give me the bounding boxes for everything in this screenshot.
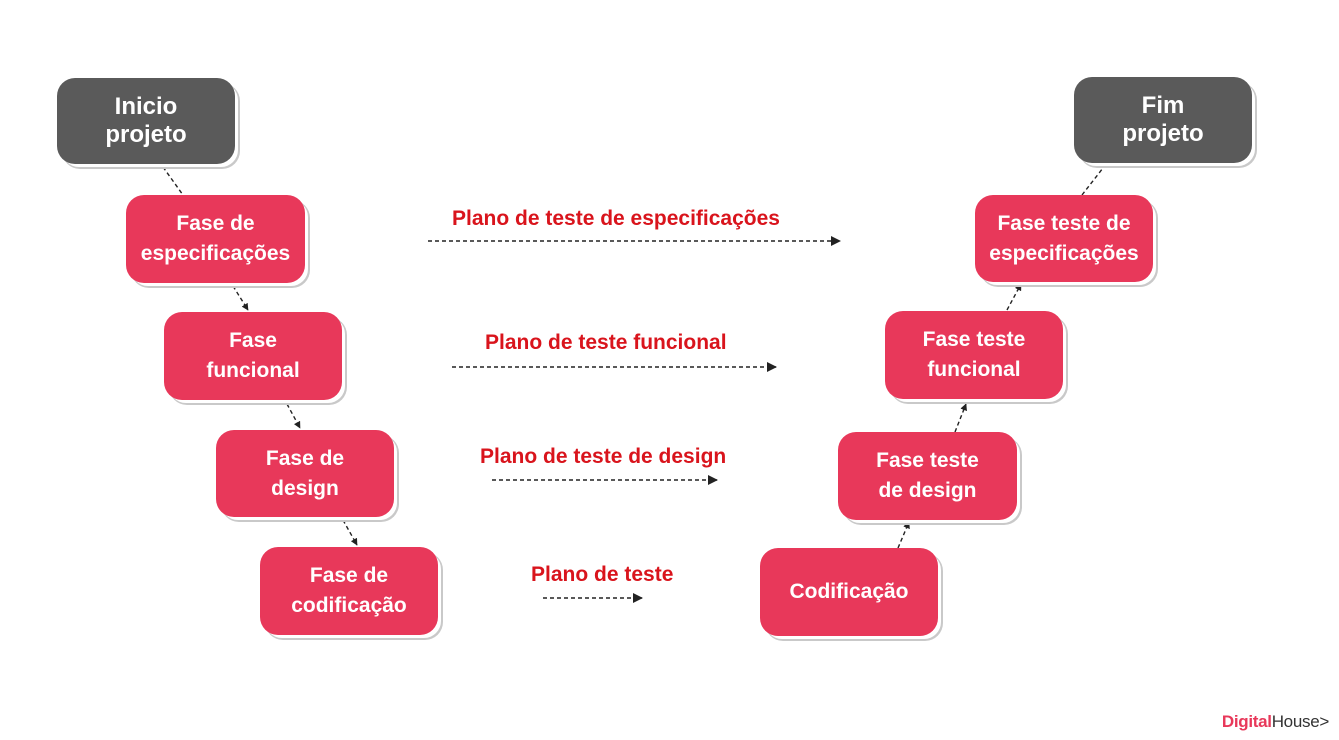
design-test-phase-box: Fase teste de design bbox=[838, 432, 1017, 520]
logo-chevron-icon: > bbox=[1319, 712, 1329, 731]
plan-test-label: Plano de teste bbox=[531, 563, 674, 586]
connector-coding-designtest bbox=[897, 521, 910, 549]
end-project-box: Fim projeto bbox=[1074, 77, 1252, 163]
logo-part-house: House bbox=[1271, 712, 1320, 731]
plan-spec-label: Plano de teste de especificações bbox=[452, 207, 780, 230]
connector-functest-spectest bbox=[1006, 283, 1022, 311]
plan-functional-label: Plano de teste funcional bbox=[485, 331, 727, 354]
digitalhouse-logo: DigitalHouse> bbox=[1222, 712, 1329, 732]
connector-design-code bbox=[342, 519, 358, 546]
coding-box: Codificação bbox=[760, 548, 938, 636]
logo-part-digital: Digital bbox=[1221, 712, 1272, 731]
connector-start-spec bbox=[162, 166, 184, 196]
connector-func-design bbox=[286, 403, 301, 429]
plan-design-label: Plano de teste de design bbox=[480, 445, 727, 468]
connector-spec-func bbox=[232, 285, 249, 311]
connector-spectest-end bbox=[1081, 167, 1104, 196]
design-phase-box: Fase de design bbox=[216, 430, 394, 517]
functional-phase-box: Fase funcional bbox=[164, 312, 342, 400]
connector-designtest-functest bbox=[954, 403, 967, 433]
start-project-box: Inicio projeto bbox=[57, 78, 235, 164]
spec-phase-box: Fase de especificações bbox=[126, 195, 305, 283]
coding-phase-box: Fase de codificação bbox=[260, 547, 438, 635]
functional-test-phase-box: Fase teste funcional bbox=[885, 311, 1063, 399]
spec-test-phase-box: Fase teste de especificações bbox=[975, 195, 1153, 282]
